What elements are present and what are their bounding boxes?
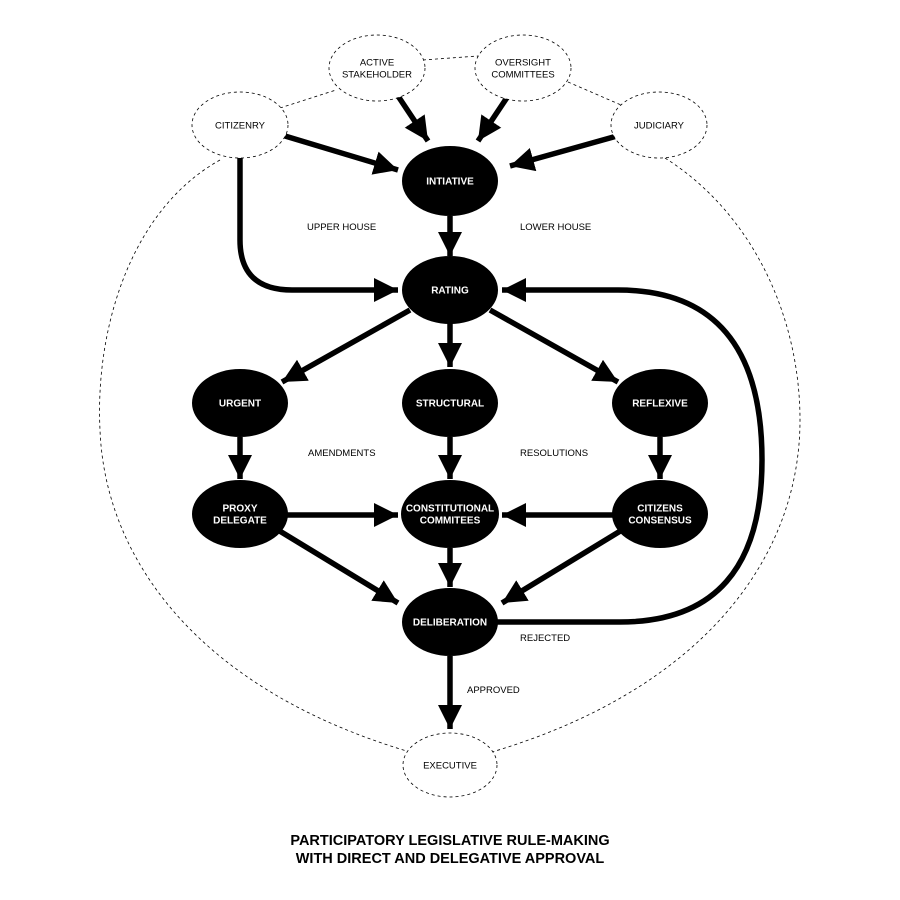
edges: [228, 94, 765, 729]
label-lower-house: LOWER HOUSE: [520, 222, 591, 233]
node-label-line: COMMITTEES: [491, 70, 554, 81]
node-label-line: COMMITEES: [420, 516, 481, 527]
node-label: EXECUTIVE: [423, 761, 477, 772]
node-reflexive: REFLEXIVE: [612, 369, 708, 437]
edge-citizenry-rating: [237, 157, 398, 302]
node-label: JUDICIARY: [634, 121, 685, 132]
edge-oversight-initiative: [475, 94, 511, 143]
node-urgent: URGENT: [192, 369, 288, 437]
edge-stakeholder-initiative: [395, 94, 431, 143]
node-label-line: CITIZENRY: [215, 121, 266, 132]
node-label-line: STAKEHOLDER: [342, 70, 412, 81]
process-nodes: INTIATIVE RATING URGENT STRUCTURAL REFLE…: [192, 146, 708, 656]
node-rating: RATING: [402, 256, 498, 324]
node-label-line: PROXY: [222, 504, 257, 515]
node-label-line: OVERSIGHT: [495, 58, 551, 69]
node-label: CITIZENRY: [215, 121, 266, 132]
dashed-boundary: [99, 55, 801, 753]
node-label-line: CONSTITUTIONAL: [406, 504, 494, 515]
edge-rating-urgent: [280, 307, 412, 385]
node-judiciary: JUDICIARY: [610, 91, 708, 159]
node-deliberation: DELIBERATION: [402, 588, 498, 656]
node-label: RATING: [431, 286, 469, 297]
node-label: INTIATIVE: [426, 177, 474, 188]
edge-labels: UPPER HOUSE LOWER HOUSE AMENDMENTS RESOL…: [307, 222, 591, 696]
label-amendments: AMENDMENTS: [308, 448, 376, 459]
node-label-line: DELEGATE: [213, 516, 267, 527]
node-label: STRUCTURAL: [416, 399, 484, 410]
node-label-line: JUDICIARY: [634, 121, 685, 132]
node-structural: STRUCTURAL: [402, 369, 498, 437]
label-upper-house: UPPER HOUSE: [307, 222, 376, 233]
node-executive: EXECUTIVE: [402, 732, 498, 798]
node-label-line: REFLEXIVE: [632, 399, 688, 410]
edge-proxy-deliberation: [276, 527, 400, 606]
edge-rating-reflexive: [488, 307, 620, 385]
node-label-line: CONSENSUS: [628, 516, 692, 527]
node-label: REFLEXIVE: [632, 399, 688, 410]
node-citizenry: CITIZENRY: [191, 91, 289, 159]
node-label-line: INTIATIVE: [426, 177, 474, 188]
edge-judiciary-initiative: [509, 133, 618, 172]
node-label-line: RATING: [431, 286, 469, 297]
label-rejected: REJECTED: [520, 633, 570, 644]
edge-deliberation-rating-rejected: [496, 278, 765, 625]
caption-line-2: WITH DIRECT AND DELEGATIVE APPROVAL: [295, 851, 605, 867]
node-label-line: CITIZENS: [637, 504, 683, 515]
label-resolutions: RESOLUTIONS: [520, 448, 588, 459]
node-label: URGENT: [219, 399, 261, 410]
node-label-line: ACTIVE: [360, 58, 394, 69]
edge-citizenry-initiative: [284, 133, 399, 175]
node-label-line: STRUCTURAL: [416, 399, 484, 410]
label-approved: APPROVED: [467, 685, 520, 696]
node-label-line: DELIBERATION: [413, 618, 487, 629]
edge-citizens-deliberation: [500, 527, 624, 606]
node-label-line: URGENT: [219, 399, 261, 410]
diagram-caption: PARTICIPATORY LEGISLATIVE RULE-MAKING WI…: [0, 832, 900, 868]
node-initiative: INTIATIVE: [402, 146, 498, 216]
node-label-line: EXECUTIVE: [423, 761, 477, 772]
caption-line-1: PARTICIPATORY LEGISLATIVE RULE-MAKING: [290, 833, 610, 849]
node-label: DELIBERATION: [413, 618, 487, 629]
